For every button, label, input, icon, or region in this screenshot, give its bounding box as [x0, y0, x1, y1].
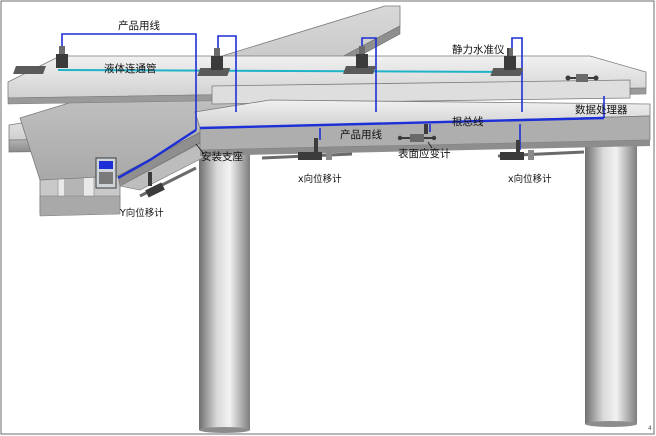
label-liquid-pipe: 液体连通管	[104, 62, 157, 75]
hydrostatic-level-1	[13, 46, 68, 74]
data-logger-box	[95, 157, 117, 189]
label-surface-strain-gauge: 表面应变计	[398, 147, 451, 160]
label-hydrostatic-level: 静力水准仪	[452, 43, 505, 56]
surface-strain-gauge-icon	[397, 124, 437, 142]
corner-mark: 4	[648, 425, 652, 432]
pier-column-right	[585, 136, 637, 427]
label-x-displacement-left: x向位移计	[298, 173, 342, 185]
pier-column-left	[199, 138, 250, 433]
y-displacement-meter	[139, 166, 197, 198]
hydrostatic-level-2	[197, 48, 231, 76]
label-bus-line: 根总线	[452, 115, 484, 128]
label-x-displacement-right: x向位移计	[508, 173, 552, 185]
liquid-connecting-pipe	[57, 69, 523, 73]
cable-network	[61, 33, 605, 180]
x-displacement-meter-left	[261, 138, 353, 160]
label-y-displacement: Y向位移计	[119, 207, 164, 219]
label-product-line-top: 产品用线	[118, 19, 160, 32]
label-mount-bracket: 安装支座	[201, 150, 243, 163]
x-displacement-meter-right	[497, 140, 585, 160]
leader-lines	[195, 48, 509, 155]
data-processor-icon	[565, 74, 599, 82]
hydrostatic-level-4	[490, 48, 524, 76]
hydrostatic-level-3	[343, 46, 376, 74]
label-product-line-mid: 产品用线	[340, 128, 382, 141]
label-data-processor: 数据处理器	[575, 103, 628, 116]
